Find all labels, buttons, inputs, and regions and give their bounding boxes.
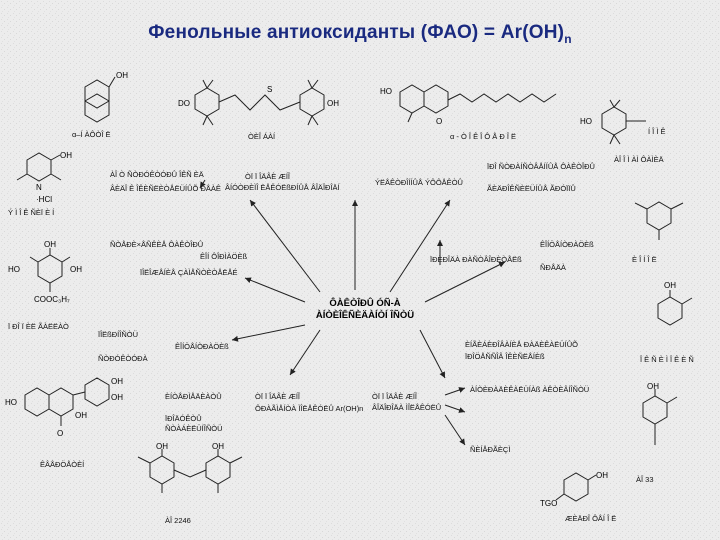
label-tc2: ÂÍÓÒÐÈÌÎ ËÅÊÓËßÐÍÛÅ ÂÎÄÎÐÎÄÍ	[225, 183, 340, 192]
arrow-rr2	[444, 404, 466, 413]
bisphenol-structure: DO S OH	[178, 79, 339, 126]
label-rr3: ÀÍÒÈÐÀÄÈÊÀËÜÍÀß ÀÊÒÈÂÍÎÑÒÜ	[470, 385, 590, 394]
arrow-bl	[289, 329, 321, 376]
label-rr2: ÏÐÎÖÅÑÑÎÂ ÎÊÈÑËÅÍÈß	[465, 352, 545, 361]
ao33-structure: OH	[642, 382, 678, 445]
gallate-name: Ï ÐÎ Ï ÈË ÃÀËËÀÒ	[8, 322, 69, 331]
label-tc1: ÒÏ Ï ÎÄÂÈ ÆÍÎ	[245, 172, 291, 181]
label-rr4: ÑÈÍÅÐÃÈÇÌ	[470, 445, 511, 454]
label-tr1: ÏÐÎ ÑÒÐÀÍÑÒÂÅÍÍÛÅ ÔÀÊÒÎÐÛ	[487, 162, 595, 171]
center-node: ÔÀÊÒÎÐÛ ÓÑ-À ÀÍÒÈÎÊÑÈÄÀÍÒÍ ÎÑÒÜ	[315, 298, 415, 322]
label-tl1: ÀÎ Ò ÑÒÐÓÊÒÓÐÛ ÎÊÑ ÈÄ	[110, 170, 204, 179]
svg-text:O: O	[436, 117, 442, 126]
label-bc1: ÒÏ Ï ÎÄÂÈ ÆÍÎ	[255, 392, 301, 401]
svg-text:OH: OH	[111, 377, 123, 386]
svg-text:·HCl: ·HCl	[36, 195, 52, 204]
svg-text:HO: HO	[380, 87, 392, 96]
arrow-br	[419, 329, 446, 379]
svg-text:OH: OH	[647, 382, 659, 391]
hydroquinone-name: ÆÈÄÐÎ ÔÅÍ Î Ë	[565, 514, 617, 523]
label-tl2: ÂÈÄÎ Ê ÎÊÈÑËÈÒÅËÜÍÛÕ ÐÅÀÊ	[110, 184, 221, 193]
label-tr3: ÃÈÄÐÎÊÑÈËÜÍÛÅ ÃÐÓÏÏÛ	[487, 184, 576, 193]
label-bl2: ÏÐÎÄÓÊÒÛ	[165, 414, 202, 423]
arrow-rr1	[444, 387, 466, 396]
dibunol-structure: OH	[657, 281, 693, 326]
label-mr1: ÊÎÍÖÅÍÒÐÀÖÈß	[540, 240, 594, 249]
label-ml2: ÊÎÍ ÔÎÐÌÀÖÈß	[200, 252, 248, 261]
svg-text:HO: HO	[5, 398, 17, 407]
label-rr1: ÈÍÃÈÁÈÐÎÂÀÍÈÅ ÐÀÄÈÊÀËÜÍÛÕ	[465, 340, 578, 349]
ao2246-name: ÀÎ 2246	[165, 516, 191, 525]
label-l1: ÏÎËßÐÍÎÑÒÜ	[98, 330, 139, 339]
label-l2: ÊÎÍÖÅÍÒÐÀÖÈß	[175, 342, 229, 351]
label-tr2: ÝËÅÊÒÐÎÍÍÛÅ ÝÔÔÅÊÒÛ	[375, 178, 463, 187]
svg-text:HO: HO	[580, 117, 592, 126]
bht-amide-top: Í Î Ì Ê	[648, 127, 666, 136]
arrow-tr	[389, 199, 451, 293]
svg-text:DO: DO	[178, 99, 190, 108]
label-mr2: ÏÐÈÐÎÄÀ ÐÀÑÒÂÎÐÈÒÅËß	[430, 255, 522, 264]
svg-text:OH: OH	[156, 442, 168, 451]
label-br2: ÂÎÄÎÐÎÄÀ ÌÎËÅÊÓËÛ	[372, 403, 442, 412]
svg-text:OH: OH	[664, 281, 676, 290]
emoxipin-name: Ý Ì Î Ê ÑÈÏ È Í	[8, 208, 55, 217]
svg-text:OH: OH	[44, 240, 56, 249]
svg-text:O: O	[57, 429, 63, 438]
svg-text:HO: HO	[8, 265, 20, 274]
svg-text:OH: OH	[75, 411, 87, 420]
label-bl3: ÑÒÀÁÈËÜÍÎÑÒÜ	[165, 424, 223, 433]
arrow-mr	[424, 261, 506, 303]
hydroquinone-structure: OH TGO	[540, 471, 608, 508]
svg-text:OH: OH	[596, 471, 608, 480]
label-bl1: ÈÍÒÅÐÌÅÄÈÀÒÛ	[165, 392, 222, 401]
dibunol-name: Î Ê Ñ È Ì Î Ê È Ñ	[640, 355, 694, 364]
svg-text:N: N	[36, 183, 42, 192]
quercetin-structure: HO OH OH OH O	[5, 377, 123, 438]
svg-text:OH: OH	[212, 442, 224, 451]
label-ml1: ÑÒÅÐÈ×ÅÑÊÈÅ ÔÀÊÒÎÐÛ	[110, 240, 204, 249]
label-mr3: ÑÐÅÄÀ	[540, 263, 566, 272]
tocopherol-structure: HO O	[380, 84, 557, 126]
emoxipin-structure: OH N ·HCl	[16, 151, 72, 204]
svg-text:OH: OH	[60, 151, 72, 160]
quercetin-name: ÊÂÅÐÖÅÒÈÍ	[40, 460, 85, 469]
naphthol-name: α–Í ÀÔÒÎ Ë	[72, 130, 111, 139]
slide-title: Фенольные антиоксиданты (ФАО) = Ar(OH)n	[148, 22, 572, 46]
bht-amide-structure: HO	[580, 99, 646, 145]
svg-text:OH: OH	[70, 265, 82, 274]
bisphenol-name: ÒÈÎ ÁÀÍ	[248, 132, 276, 141]
label-br1: ÒÏ Ï ÎÄÂÈ ÆÍÎ	[372, 392, 418, 401]
ionol-name: È Î Í Î Ë	[632, 255, 657, 264]
naphthol-structure: OH	[84, 71, 128, 123]
gallate-structure: OH HO OH COOC₃H₇	[8, 240, 82, 304]
svg-text:COOC₃H₇: COOC₃H₇	[34, 295, 70, 304]
label-ml3: ÏÎËÎÆÅÍÈÅ ÇÀÌÅÑÒÈÒÅËÅÉ	[140, 268, 238, 277]
label-bc2: ÔÐÀÃÌÅÍÒÀ ÌÎËÅÊÓËÛ Ar(OH)n	[255, 404, 364, 413]
arrow-ml	[244, 277, 306, 303]
tocopherol-name: α - Ò Î Ê Î Ô Å Ð Î Ë	[450, 132, 517, 141]
svg-text:S: S	[267, 85, 272, 94]
arrow-tl-small	[199, 179, 206, 189]
arrow-l	[231, 324, 306, 342]
label-l3: ÑÒÐÓÊÒÓÐÀ	[98, 354, 148, 363]
ionol-structure	[634, 201, 684, 240]
oh-label: OH	[116, 71, 128, 80]
bht-amide-name: ÀÎ Î Ì ÀÌ ÔÀÌÈÄ	[614, 155, 664, 164]
arrow-tl	[249, 199, 321, 293]
arrow-rr3	[444, 414, 466, 446]
svg-text:OH: OH	[327, 99, 339, 108]
ao33-name: ÀÎ 33	[636, 475, 654, 484]
svg-text:TGO: TGO	[540, 499, 557, 508]
svg-text:OH: OH	[111, 393, 123, 402]
ao2246-structure: OH OH	[137, 442, 243, 493]
